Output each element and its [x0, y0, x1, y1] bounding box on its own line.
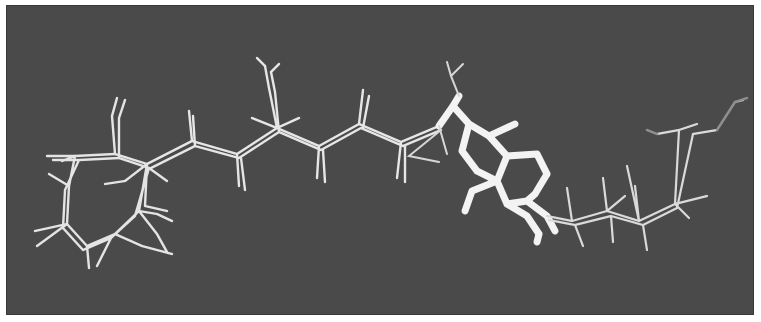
image-frame [6, 5, 754, 315]
highlighted-fragment [435, 92, 559, 246]
left-ring-system [33, 96, 174, 270]
molecule-wireframe [33, 56, 749, 270]
fragment-overlay [406, 61, 464, 163]
polyene-chain [145, 56, 443, 192]
right-tail-chain [545, 98, 745, 252]
tail-end-muted [645, 96, 749, 136]
